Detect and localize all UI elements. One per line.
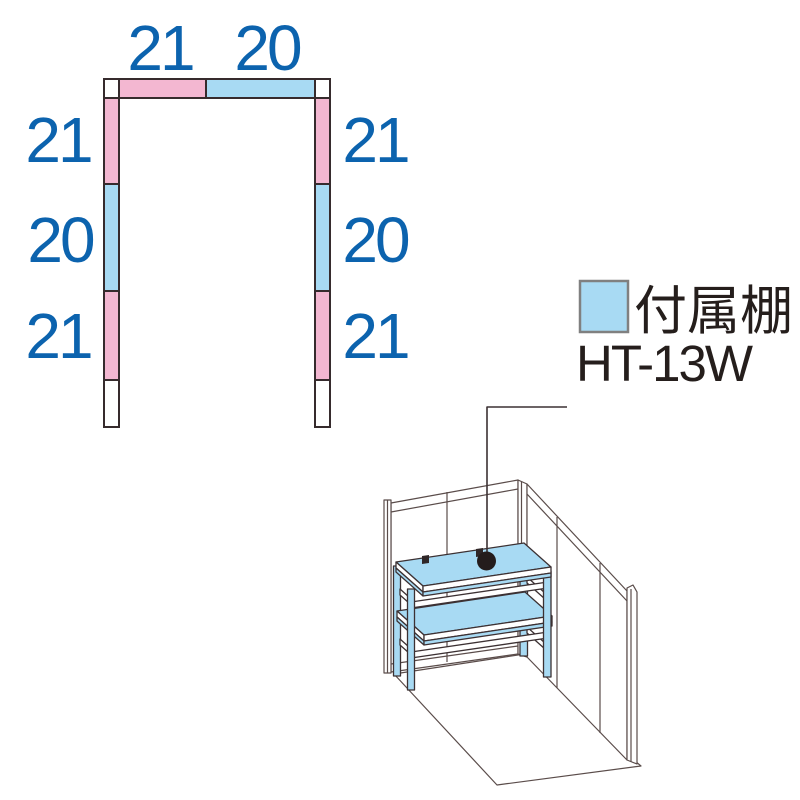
leader — [477, 406, 567, 571]
legend: 付属棚 HT-13W — [576, 279, 793, 392]
plan-right-segment-pink-2 — [314, 290, 331, 381]
shelf-board-top — [395, 542, 552, 597]
lower-shelf-front-frame — [423, 621, 553, 646]
shelf-leg-front-left — [406, 588, 416, 691]
dimension-label-left-3: 21 — [25, 300, 91, 372]
legend-model-number: HT-13W — [576, 335, 753, 392]
plan-left-segment-pink-1 — [103, 97, 120, 185]
dimension-label-left-1: 21 — [25, 104, 91, 176]
dimension-label-top-2: 20 — [234, 12, 301, 84]
shelf-board-lower — [396, 591, 553, 646]
shed-left-jamb — [383, 499, 392, 674]
shelf-leg-front-right — [542, 570, 552, 678]
leader-line — [486, 406, 567, 553]
dimension-label-right-3: 21 — [342, 300, 408, 372]
plan-corner-top-left — [103, 78, 120, 99]
top-shelf-front-frame — [422, 572, 552, 597]
dimension-label-left-2: 20 — [27, 204, 94, 276]
right-wall-top-rail — [526, 493, 628, 602]
shed-illustration — [383, 406, 642, 786]
shed-right-front-post — [626, 584, 638, 765]
back-wall-top-rail — [390, 488, 519, 513]
leader-dot — [477, 551, 496, 571]
dimension-label-right-2: 20 — [342, 204, 409, 276]
legend-shelf-swatch — [578, 279, 630, 334]
plan-left-segment-pink-2 — [103, 290, 120, 381]
dimension-label-top-1: 21 — [127, 12, 193, 84]
plan-right-segment-pink-1 — [314, 97, 331, 185]
plan-left-door-post — [103, 379, 120, 428]
plan-corner-top-right — [314, 78, 331, 99]
accessory-shelf — [392, 542, 553, 691]
floor-plan: 21 20 21 20 21 21 20 21 — [25, 12, 412, 428]
legend-label: 付属棚 — [634, 282, 793, 341]
right-front-post-face — [626, 584, 638, 765]
plan-right-door-post — [314, 379, 331, 428]
top-shelf-bracket-1 — [422, 555, 429, 564]
dimension-label-right-1: 21 — [342, 104, 408, 176]
plan-left-segment-blue — [103, 183, 120, 292]
plan-right-segment-blue — [314, 183, 331, 292]
